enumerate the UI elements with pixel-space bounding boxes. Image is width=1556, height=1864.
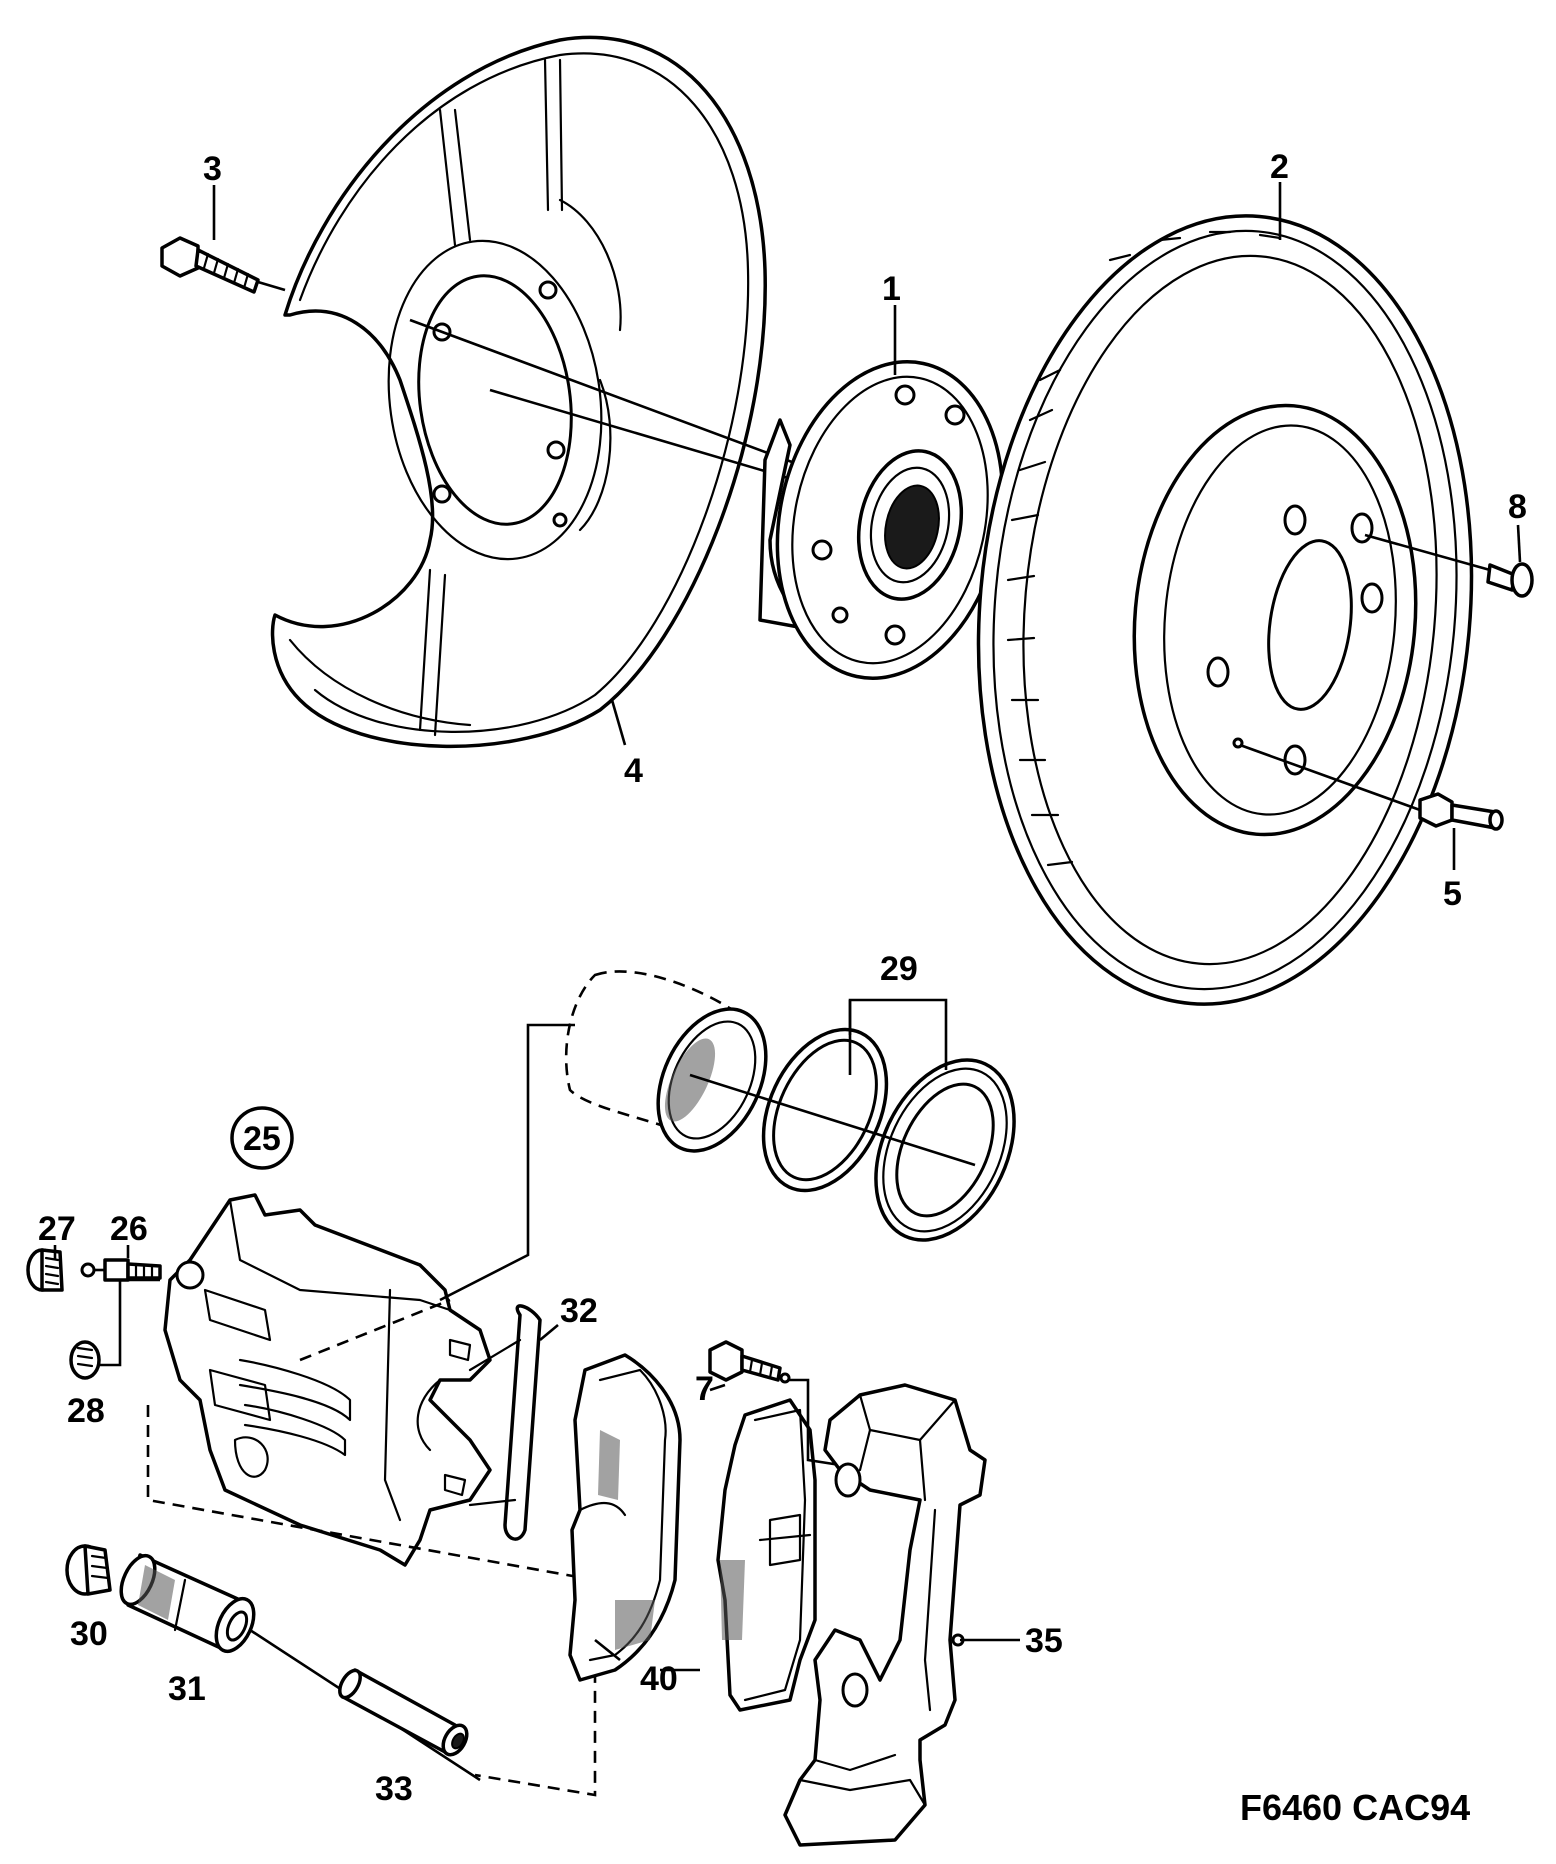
bleeder-screw xyxy=(103,1258,162,1282)
label-4: 4 xyxy=(624,752,643,790)
axis-line xyxy=(1364,533,1491,572)
label-26: 26 xyxy=(110,1210,148,1248)
axis-line xyxy=(299,1298,451,1362)
caliper-piston xyxy=(564,970,768,1153)
brake-pad-outer xyxy=(716,1398,817,1712)
label-40: 40 xyxy=(640,1660,678,1698)
label-7: 7 xyxy=(695,1370,714,1408)
label-2: 2 xyxy=(1270,148,1289,186)
piston-dust-seal xyxy=(874,1058,1016,1242)
label-32: 32 xyxy=(560,1292,598,1330)
label-8: 8 xyxy=(1508,488,1527,526)
caliper-housing xyxy=(163,1193,492,1567)
axis-line xyxy=(489,388,796,482)
caliper-plug xyxy=(69,1340,101,1380)
guide-bushing xyxy=(119,1553,256,1654)
label-5: 5 xyxy=(1443,875,1462,913)
label-31: 31 xyxy=(168,1670,206,1708)
label-27: 27 xyxy=(38,1210,76,1248)
bleeder-cap xyxy=(26,1248,96,1292)
shield-bolt xyxy=(160,236,260,294)
label-33: 33 xyxy=(375,1770,413,1808)
disc-screw xyxy=(1486,562,1534,598)
axis-line xyxy=(788,1378,841,1467)
label-35: 35 xyxy=(1025,1622,1063,1660)
axis-line xyxy=(689,1073,976,1167)
label-1: 1 xyxy=(882,270,901,308)
guide-dust-cap xyxy=(65,1544,112,1596)
label-25-circle xyxy=(230,1106,294,1170)
label-28: 28 xyxy=(67,1392,105,1430)
axis-line xyxy=(409,318,801,467)
axis-line xyxy=(439,1023,575,1302)
axis-line xyxy=(95,1278,160,1367)
part-labels: 1 2 3 4 5 8 29 25 27 26 28 32 7 35 30 31… xyxy=(38,148,1527,1828)
axis-line xyxy=(257,280,286,292)
splash-shield xyxy=(270,35,767,749)
caliper-bracket xyxy=(783,1383,987,1847)
brake-disc xyxy=(976,214,1474,1006)
label-29: 29 xyxy=(880,950,918,988)
figure-code: F6460 CAC94 xyxy=(1240,1787,1470,1828)
wheel-stud xyxy=(1418,792,1504,831)
label-3: 3 xyxy=(203,150,222,188)
guide-bolt xyxy=(708,1340,791,1384)
piston-o-ring xyxy=(761,1027,889,1193)
label-30: 30 xyxy=(70,1615,108,1653)
axis-line xyxy=(1239,743,1421,812)
anti-rattle-spring xyxy=(468,1304,542,1541)
brake-pad-inner xyxy=(568,1353,682,1682)
guide-pin xyxy=(338,1668,469,1757)
label-25: 25 xyxy=(243,1120,281,1158)
wheel-hub xyxy=(758,360,1005,680)
label-leaders xyxy=(53,182,1522,1672)
